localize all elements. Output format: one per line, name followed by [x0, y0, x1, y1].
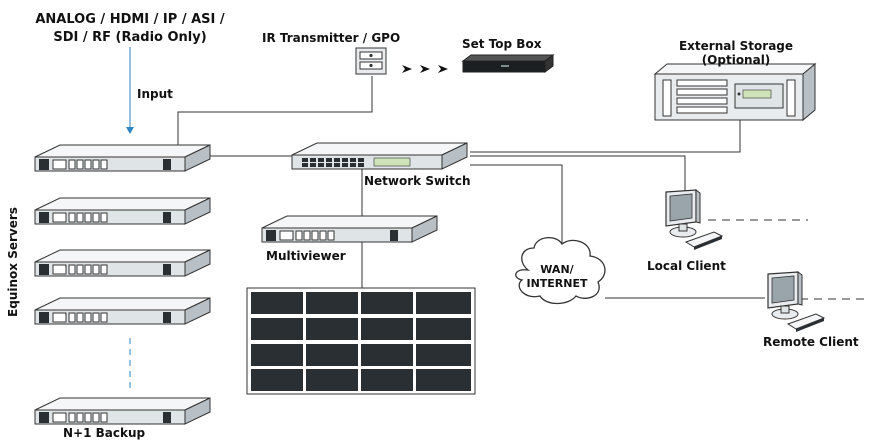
equinox-servers-label: Equinox Servers — [6, 207, 20, 317]
remote-client-icon — [767, 271, 825, 333]
ir-transmitter-icon — [355, 47, 387, 75]
ir-signal-arrows — [402, 65, 448, 73]
set-top-box-label: Set Top Box — [462, 37, 542, 51]
line-switch-to-local-client — [470, 155, 686, 195]
connection-lines — [126, 47, 869, 392]
server-icon-2 — [34, 197, 211, 225]
local-client-label: Local Client — [647, 259, 726, 273]
labels: ANALOG / HDMI / IP / ASI / SDI / RF (Rad… — [6, 12, 859, 440]
input-label: Input — [137, 87, 173, 101]
input-arrow-head — [126, 127, 134, 134]
multiviewer-label: Multiviewer — [266, 249, 346, 263]
external-storage-label-line2: (Optional) — [702, 53, 771, 67]
server-icon-1 — [34, 144, 211, 172]
backup-label: N+1 Backup — [63, 426, 146, 440]
server-icon-3 — [34, 249, 211, 277]
storage-rack-icon — [653, 62, 817, 122]
cloud-icon — [515, 237, 606, 305]
line-switch-to-storage — [470, 118, 741, 153]
network-switch-label: Network Switch — [364, 174, 471, 188]
input-sources-line1: ANALOG / HDMI / IP / ASI / — [35, 12, 225, 27]
wan-label-line1: WAN/ — [540, 263, 574, 276]
input-sources-line2: SDI / RF (Radio Only) — [53, 30, 206, 45]
multiviewer-server-icon — [261, 215, 438, 243]
backup-server-icon — [34, 397, 211, 425]
set-top-box-icon — [461, 54, 555, 73]
external-storage-label-line1: External Storage — [679, 39, 793, 53]
line-switch-to-wan — [470, 164, 563, 258]
wan-label-line2: INTERNET — [526, 277, 588, 290]
ir-transmitter-label: IR Transmitter / GPO — [262, 31, 400, 45]
network-switch-icon — [291, 142, 468, 170]
server-icon-4 — [34, 297, 211, 325]
remote-client-label: Remote Client — [763, 335, 859, 349]
line-server-to-ir — [177, 76, 373, 146]
video-wall-icon — [246, 287, 476, 395]
equinox-server-stack — [34, 144, 211, 425]
